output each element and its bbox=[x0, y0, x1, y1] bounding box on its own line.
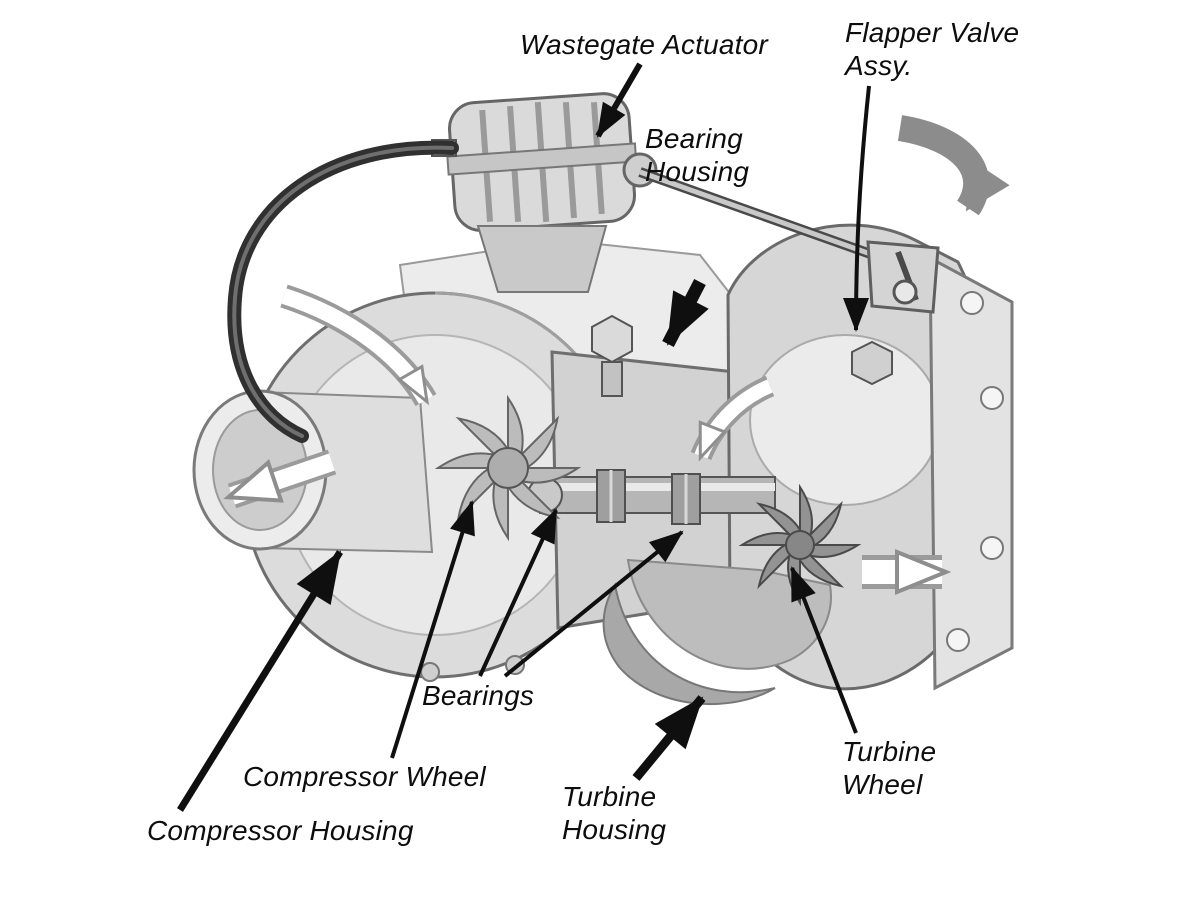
pointer-arrow-bearing-housing bbox=[662, 279, 709, 347]
pointer-arrow-wastegate-actuator bbox=[595, 62, 643, 138]
exhaust-flange-shape bbox=[928, 255, 1014, 691]
label-compressor-wheel: Compressor Wheel bbox=[243, 761, 486, 792]
shaft-shape bbox=[527, 476, 776, 514]
compressor-wheel-shape bbox=[434, 394, 582, 542]
pointer-arrow-bearings-right bbox=[503, 530, 684, 678]
label-bearings: Bearings bbox=[422, 680, 535, 711]
label-flapper-valve-assy: Flapper Valve Assy. bbox=[845, 17, 1020, 82]
label-turbine-wheel: Turbine Wheel bbox=[842, 736, 937, 801]
flow-arrow-exhaust-in bbox=[897, 115, 1010, 216]
label-turbine-housing: Turbine Housing bbox=[562, 781, 667, 846]
label-wastegate-actuator: Wastegate Actuator bbox=[520, 29, 768, 60]
pointer-arrow-turbine-wheel bbox=[790, 566, 858, 734]
actuator-rod-shape bbox=[638, 167, 895, 267]
label-compressor-housing: Compressor Housing bbox=[147, 815, 414, 846]
pointer-arrow-compressor-housing bbox=[177, 550, 343, 812]
flow-arrow-center bbox=[690, 375, 775, 462]
actuator-hose-shape bbox=[227, 140, 459, 443]
label-bearing-housing: Bearing Housing bbox=[645, 123, 750, 188]
pointer-arrow-bearings-left bbox=[478, 508, 558, 677]
pointer-arrow-flapper-valve bbox=[843, 85, 871, 332]
flow-arrow-compressor-out bbox=[223, 449, 337, 509]
flapper-valve-shape bbox=[851, 240, 940, 386]
wastegate-actuator-shape bbox=[431, 92, 658, 293]
pointer-arrow-compressor-wheel bbox=[390, 500, 475, 759]
pointer-arrow-turbine-housing bbox=[632, 695, 706, 781]
flow-arrow-intake bbox=[280, 284, 437, 407]
bearings-shape bbox=[596, 469, 701, 525]
